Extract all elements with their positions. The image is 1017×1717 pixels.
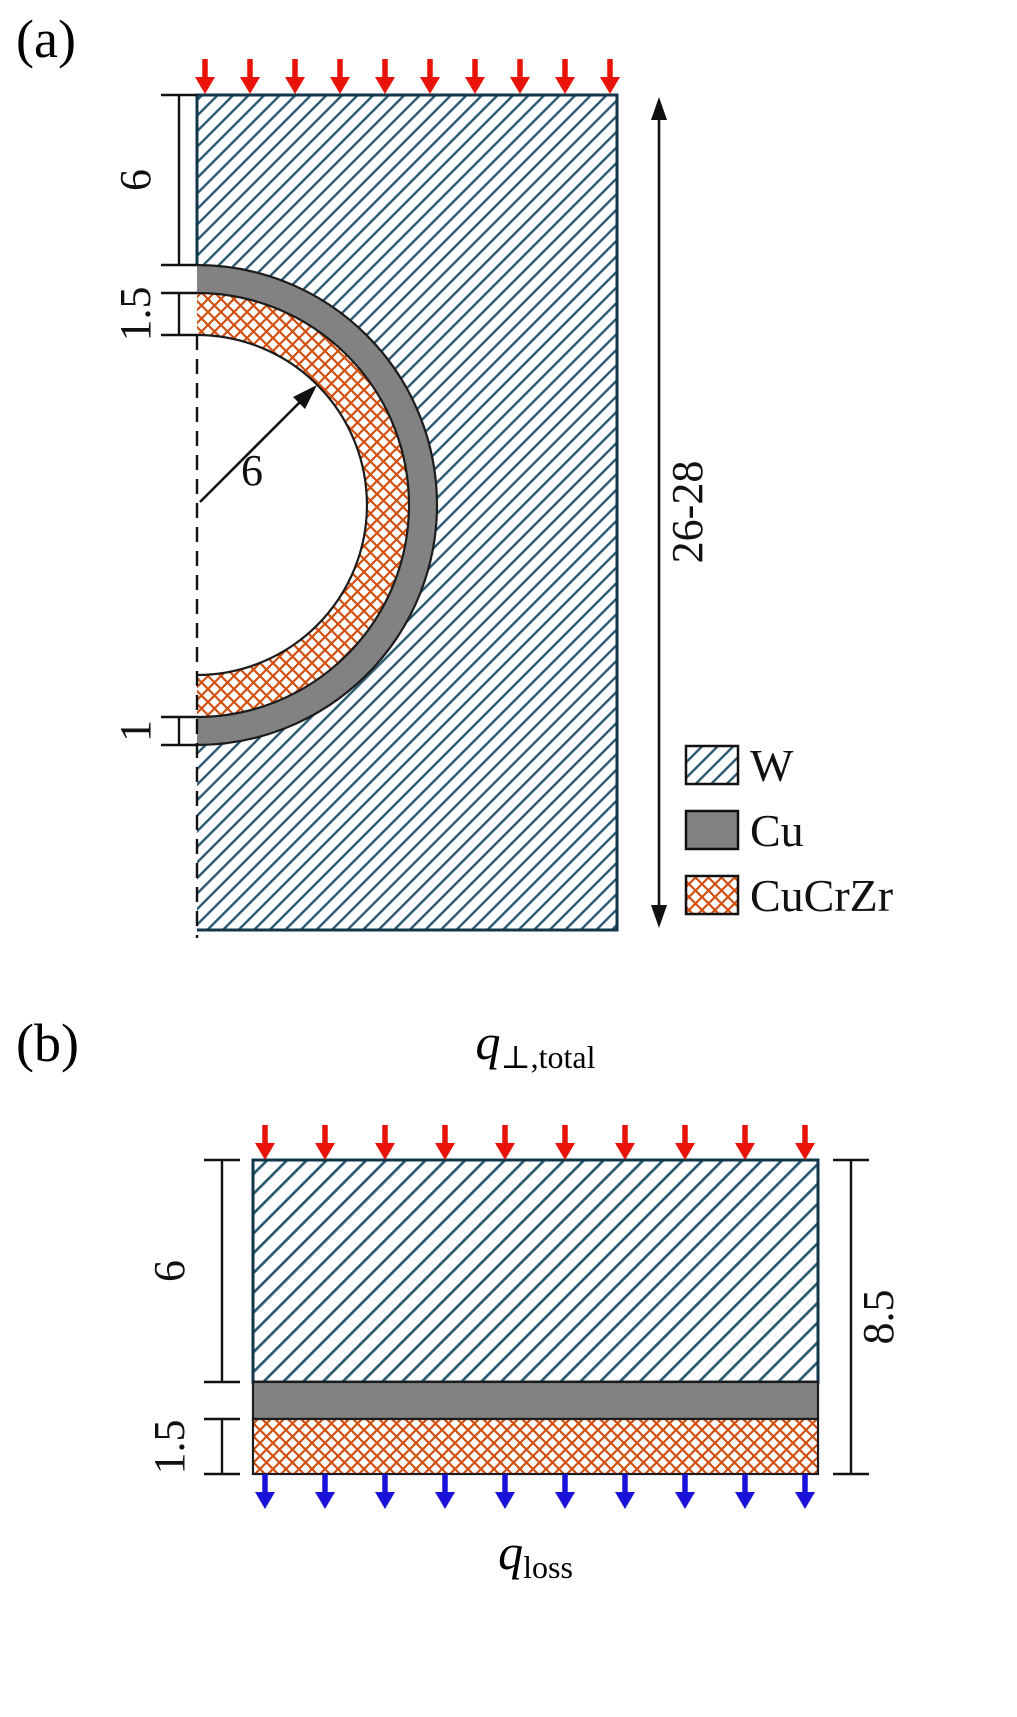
heat-flux-arrows-top-a [195, 59, 620, 94]
red-arrow-icon [375, 59, 395, 94]
red-arrow-icon [675, 1125, 695, 1160]
legend-label-w: W [750, 740, 794, 791]
red-arrow-icon [600, 59, 620, 94]
red-arrow-icon [465, 59, 485, 94]
dim-brackets-b [204, 1158, 869, 1476]
blue-arrow-icon [615, 1474, 635, 1509]
dim-label-armor-a: 6 [111, 169, 160, 191]
heat-flux-in-label: q⊥,total [253, 1012, 818, 1076]
q-symbol: q [475, 1014, 501, 1070]
red-arrow-icon [510, 59, 530, 94]
height-dim-double-arrow [651, 97, 667, 928]
red-arrow-icon [375, 1125, 395, 1160]
legend-swatch-cucrzr [684, 874, 740, 916]
red-arrow-icon [255, 1125, 275, 1160]
blue-arrow-icon [735, 1474, 755, 1509]
dim-label-pipe-wall-b: 1.5 [145, 1420, 194, 1475]
heat-loss-arrows-bottom-b [255, 1474, 815, 1509]
red-arrow-icon [420, 59, 440, 94]
radius-arrow [199, 385, 317, 503]
panel-a-monoblock: 6 1.5 1 6 26-28 W Cu CuCrZr [111, 59, 893, 938]
dim-label-radius: 6 [241, 446, 263, 495]
red-arrow-icon [795, 1125, 815, 1160]
blue-arrow-icon [315, 1474, 335, 1509]
q-subscript: ⊥,total [500, 1038, 596, 1075]
red-arrow-icon [330, 59, 350, 94]
red-arrow-icon [555, 59, 575, 94]
dim-label-armor-b: 6 [145, 1260, 194, 1282]
red-arrow-icon [195, 59, 215, 94]
panel-b-label: (b) [16, 1013, 79, 1073]
red-arrow-icon [240, 59, 260, 94]
red-arrow-icon [315, 1125, 335, 1160]
red-arrow-icon [735, 1125, 755, 1160]
heat-flux-arrows-top-b [255, 1125, 815, 1160]
cucrzr-layer-b [251, 1417, 820, 1476]
dim-brackets-a [161, 93, 197, 747]
cu-layer-b [251, 1380, 820, 1421]
legend-swatch-cu [684, 809, 740, 851]
red-arrow-icon [435, 1125, 455, 1160]
dim-label-interlayer-a: 1 [111, 720, 160, 742]
red-arrow-icon [615, 1125, 635, 1160]
red-arrow-icon [285, 59, 305, 94]
legend: W Cu CuCrZr [684, 740, 893, 921]
blue-arrow-icon [435, 1474, 455, 1509]
dim-label-height-range: 26-28 [663, 461, 712, 564]
blue-arrow-icon [555, 1474, 575, 1509]
red-arrow-icon [555, 1125, 575, 1160]
blue-arrow-icon [795, 1474, 815, 1509]
blue-arrow-icon [495, 1474, 515, 1509]
panel-a-label: (a) [16, 9, 76, 69]
dim-label-pipe-wall-a: 1.5 [111, 287, 160, 342]
coolant-channel-hole [196, 333, 369, 677]
heat-loss-label: qloss [253, 1522, 818, 1586]
legend-swatch-w [684, 744, 740, 786]
blue-arrow-icon [255, 1474, 275, 1509]
panel-b-slab-model: 6 1.5 8.5 [145, 1125, 903, 1509]
q-subscript: loss [523, 1548, 573, 1585]
w-layer-b [251, 1158, 820, 1384]
dim-label-total-b: 8.5 [854, 1290, 903, 1345]
blue-arrow-icon [375, 1474, 395, 1509]
blue-arrow-icon [675, 1474, 695, 1509]
legend-label-cu: Cu [750, 805, 804, 856]
red-arrow-icon [495, 1125, 515, 1160]
q-symbol: q [498, 1524, 524, 1580]
legend-label-cucrzr: CuCrZr [750, 870, 893, 921]
